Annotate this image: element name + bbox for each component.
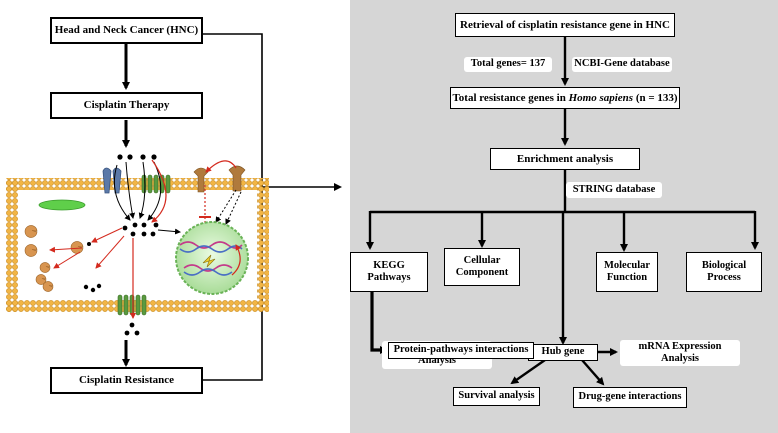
- survival-box: Survival analysis: [453, 387, 540, 406]
- homo-sapiens-box: Total resistance genes in Homo sapiens (…: [450, 87, 680, 109]
- cellular-label: Cellular Component: [455, 254, 509, 278]
- green-receptor-bottom: [117, 294, 147, 316]
- biological-box: Biological Process: [686, 252, 762, 292]
- mrna-label: mRNA Expression Analysis: [638, 340, 722, 364]
- hub-gene-box: Hub gene: [528, 344, 598, 361]
- red-arrow-receptor-loop: [205, 160, 237, 173]
- total-genes-label: Total genes= 137: [470, 58, 546, 70]
- survival-label: Survival analysis: [458, 390, 535, 402]
- red-arrows-to-proteins: [49, 227, 125, 269]
- homo-sapiens-label: Total resistance genes in Homo sapiens (…: [452, 92, 677, 105]
- cisplatin-dots-top: [117, 154, 157, 160]
- resistance-label: Cisplatin Resistance: [78, 374, 175, 387]
- cellular-box: Cellular Component: [444, 248, 520, 286]
- brown-receptors: [193, 165, 246, 193]
- mrna-box: mRNA Expression Analysis: [620, 340, 740, 366]
- protein-pathways-label: Protein-pathways interactions: [393, 344, 529, 356]
- string-db-box: STRING database: [566, 182, 662, 198]
- homo-species: Homo sapiens: [568, 91, 634, 104]
- cisplatin-dots-center: [122, 222, 159, 237]
- homo-suffix: (n = 133): [633, 91, 678, 104]
- enrichment-label: Enrichment analysis: [516, 152, 614, 165]
- hub-gene-label: Hub gene: [541, 346, 585, 358]
- enrichment-box: Enrichment analysis: [490, 148, 640, 170]
- arrow-kegg-to-protein-pathways: [370, 292, 388, 354]
- drug-gene-label: Drug-gene interactions: [578, 391, 682, 403]
- string-db-label: STRING database: [572, 183, 656, 195]
- kegg-box: KEGG Pathways: [350, 252, 428, 292]
- ncbi-label: NCBI-Gene database: [574, 58, 670, 70]
- cisplatin-dots-low-left: [83, 283, 102, 293]
- resistance-box: Cisplatin Resistance: [50, 367, 203, 394]
- binding-proteins: [24, 225, 84, 292]
- bracket-connector: [203, 33, 263, 381]
- biological-label: Biological Process: [701, 259, 747, 283]
- molecular-label: Molecular Function: [603, 259, 651, 283]
- ncbi-box: NCBI-Gene database: [572, 57, 672, 72]
- total-genes-box: Total genes= 137: [464, 57, 552, 72]
- red-entry-arrow: [151, 159, 167, 223]
- arrow-to-nucleus: [157, 228, 181, 235]
- dotted-signal-arrows: [215, 189, 242, 225]
- arrow-hub-to-survival: [510, 359, 546, 385]
- therapy-box: Cisplatin Therapy: [50, 92, 203, 119]
- retrieval-box: Retrieval of cisplatin resistance gene i…: [455, 13, 675, 37]
- homo-prefix: Total resistance genes in: [452, 91, 569, 104]
- protein-pathways-box: Protein-pathways interactions: [388, 342, 534, 359]
- nucleus: [175, 221, 249, 295]
- retrieval-label: Retrieval of cisplatin resistance gene i…: [460, 18, 670, 31]
- hnc-box: Head and Neck Cancer (HNC): [50, 17, 203, 44]
- hnc-label: Head and Neck Cancer (HNC): [54, 24, 199, 37]
- kegg-label: KEGG Pathways: [367, 259, 411, 283]
- mitochondrion: [38, 199, 86, 211]
- arrow-hub-to-drug-gene: [581, 359, 605, 386]
- molecular-box: Molecular Function: [596, 252, 658, 292]
- therapy-label: Cisplatin Therapy: [83, 99, 170, 112]
- cisplatin-dots-efflux: [124, 322, 140, 336]
- drug-gene-box: Drug-gene interactions: [573, 387, 687, 408]
